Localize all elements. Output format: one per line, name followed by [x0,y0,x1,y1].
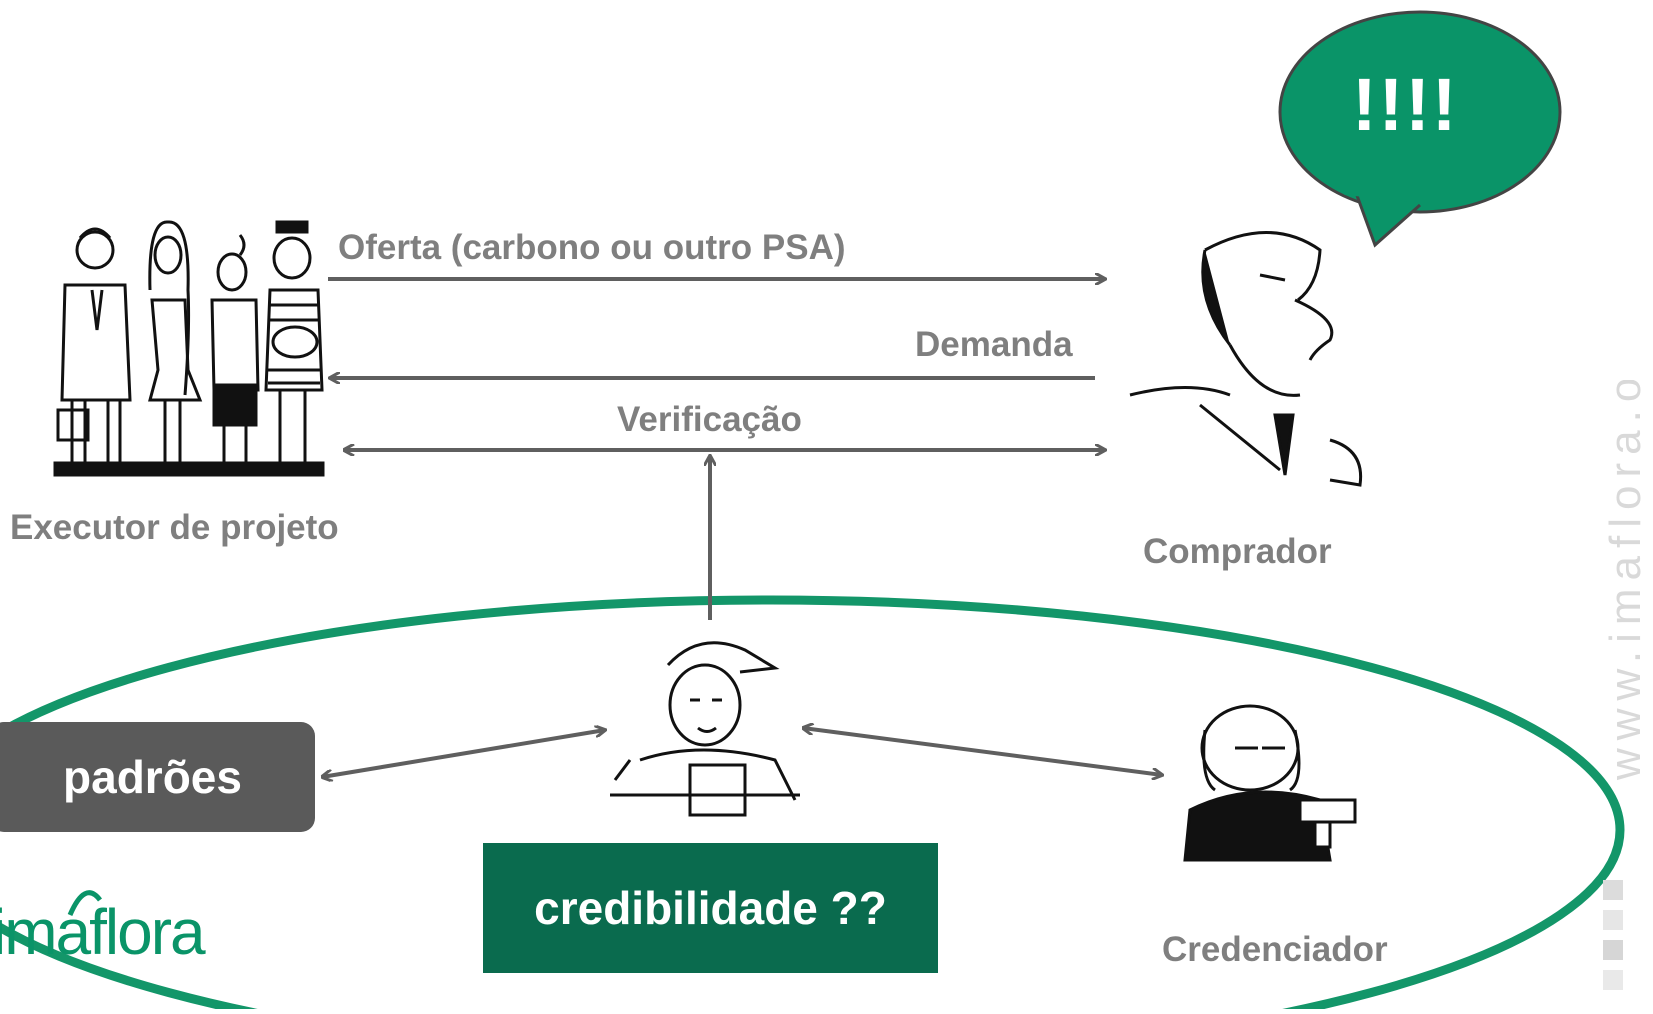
buyer-label: Comprador [1143,532,1332,571]
website-watermark-text: www.imaflora.org [1601,380,1650,780]
project-executor-illustration [53,220,325,477]
standards-box: padrões [0,722,315,832]
verification-label: Verificação [617,400,802,439]
standards-verifier-arrow [322,730,605,777]
buyer-illustration [1129,231,1363,487]
accreditor-label: Credenciador [1162,930,1388,969]
project-executor-label: Executor de projeto [10,508,339,547]
credibility-box: credibilidade ?? [483,843,938,973]
verifier-accreditor-arrow [803,728,1162,775]
offer-label: Oferta (carbono ou outro PSA) [338,228,846,267]
standards-box-label: padrões [63,751,242,803]
demand-label: Demanda [915,325,1073,364]
speech-bubble-text: !!!! [1352,63,1459,146]
watermark-squares [1603,880,1623,990]
credibility-ellipse [0,595,1625,1014]
speech-bubble [1278,10,1562,248]
credibility-box-label: credibilidade ?? [534,882,887,934]
accreditor-illustration [1183,704,1357,862]
verifier-illustration [610,641,800,817]
imaflora-logo: imaflora [0,896,206,968]
logo-leaf-icon [67,890,102,917]
website-watermark: www.imaflora.org [1593,380,1653,800]
